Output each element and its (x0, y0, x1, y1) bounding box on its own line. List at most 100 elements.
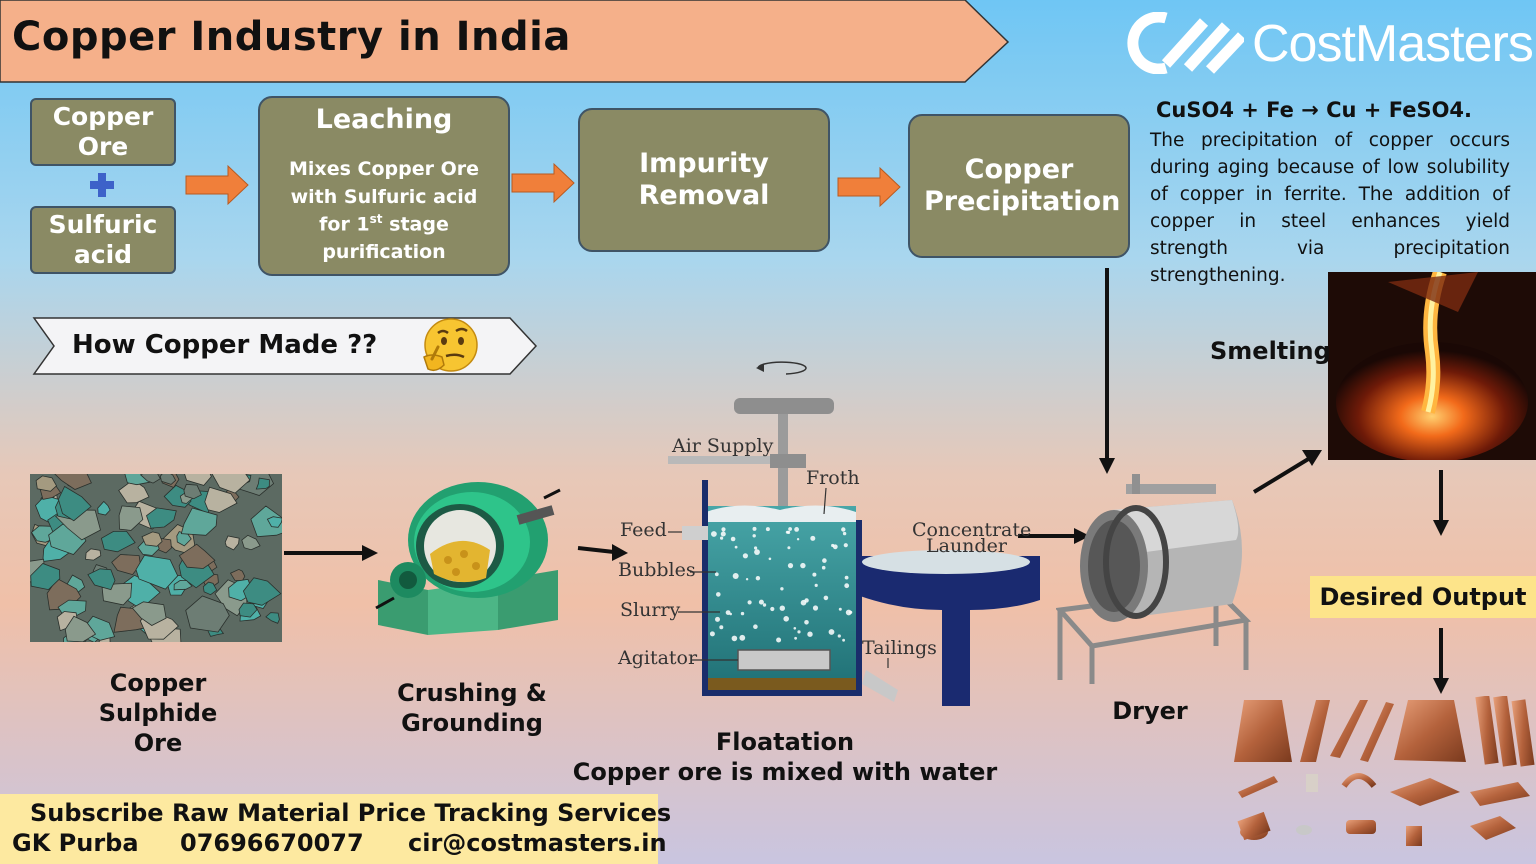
slurry-label: Slurry (620, 599, 680, 621)
leaching-desc-superscript: st (369, 212, 383, 227)
bubble (796, 538, 800, 541)
bubble (716, 592, 721, 597)
floatation-title: Floatation (715, 728, 855, 756)
bubble (711, 531, 717, 537)
bubble (812, 605, 819, 611)
ore-rock (183, 483, 202, 500)
plus-icon (90, 173, 114, 197)
contact-email[interactable]: cir@costmasters.in (408, 829, 667, 857)
bubble (752, 534, 756, 538)
ore-rock (118, 505, 144, 531)
crushing-grounding-label: Crushing & Grounding (372, 678, 572, 738)
leaching-desc-line: for 1st stage (289, 211, 479, 239)
bubble (844, 583, 850, 589)
copper-ore-label: Copper Ore (52, 102, 154, 161)
bubble (823, 595, 829, 601)
froth-label: Froth (806, 467, 860, 489)
bubble (725, 610, 731, 615)
subscribe-text: Subscribe Raw Material Price Tracking Se… (30, 799, 672, 827)
ore-rock (131, 601, 167, 626)
leaching-desc-line: with Sulfuric acid (290, 185, 478, 208)
page-title: Copper Industry in India (12, 14, 571, 60)
ore-rock (242, 577, 282, 606)
bubble (715, 616, 720, 622)
air-supply-label: Air Supply (671, 435, 774, 457)
bubble (844, 575, 849, 580)
ore-rock (30, 563, 61, 591)
copper-precipitation-box: Copper Precipitation (908, 114, 1130, 258)
ore-rock (255, 477, 270, 490)
leaching-desc-line: Mixes Copper Ore (289, 158, 479, 181)
ore-rock (159, 474, 177, 485)
ore-rock (87, 568, 116, 591)
floatation-description: Copper ore is mixed with water (572, 758, 998, 786)
bubble (793, 627, 797, 630)
arrow-down-icon (1433, 520, 1449, 536)
copper-ore-box: Copper Ore (30, 98, 176, 166)
ore-rock (139, 474, 161, 484)
bubble (843, 543, 848, 548)
how-copper-made-banner (32, 317, 538, 375)
arrow-right-icon (837, 166, 901, 208)
ball-mill-illustration (375, 482, 561, 635)
ore-rock (250, 505, 282, 538)
dryer-label: Dryer (1112, 697, 1188, 725)
ore-rock (266, 516, 282, 528)
brand-logo[interactable]: CostMasters (1126, 8, 1534, 78)
bubble (776, 637, 782, 643)
ore-rock (184, 474, 212, 486)
ore-rock (64, 615, 97, 642)
copper-sulphide-ore-text: Copper Sulphide Ore (98, 669, 218, 757)
desired-output-label: Desired Output (1310, 576, 1536, 618)
bubble (842, 531, 847, 536)
tailings-label: Tailings (862, 637, 937, 659)
bubble (783, 616, 789, 622)
bubble (719, 625, 724, 630)
ore-rock (185, 595, 230, 633)
bubble (780, 587, 784, 591)
impurity-removal-box: Impurity Removal (578, 108, 830, 252)
ore-rock (180, 507, 218, 536)
bubble (787, 546, 791, 550)
how-copper-made-heading: How Copper Made ?? (72, 330, 378, 360)
contact-name: GK Purba (12, 829, 139, 857)
bubble (742, 553, 748, 559)
floatation-label: Floatation Copper ore is mixed with wate… (560, 727, 1010, 787)
feed-label: Feed (620, 519, 667, 541)
launder-label: Launder (926, 535, 1008, 557)
contact-phone[interactable]: 07696670077 (180, 829, 364, 857)
ore-rock (141, 531, 163, 547)
bubble (822, 558, 827, 563)
bubble (779, 605, 785, 611)
bubble (721, 527, 726, 532)
bubble (753, 624, 758, 629)
bubble (740, 611, 745, 616)
bubble (754, 549, 760, 555)
bubble (804, 620, 809, 625)
bubble (762, 603, 767, 607)
bubble (739, 634, 746, 641)
ore-rock (111, 554, 141, 576)
ore-rock (118, 479, 150, 504)
leaching-desc-text: stage (382, 213, 449, 236)
bubble (752, 526, 757, 531)
bubble (828, 629, 835, 635)
ore-rock (85, 548, 102, 561)
ore-rock (204, 486, 238, 513)
bubble (720, 536, 724, 540)
ore-rock (224, 535, 240, 551)
bubble (849, 610, 853, 614)
bubble (732, 573, 739, 579)
ore-rock (202, 581, 218, 596)
bubble (807, 631, 813, 637)
bubble (787, 563, 794, 569)
bubble (832, 544, 838, 550)
bubble (814, 583, 818, 587)
crushing-grounding-text: Crushing & Grounding (397, 679, 547, 737)
ore-rock (178, 543, 216, 569)
leaching-box: Leaching Mixes Copper Ore with Sulfuric … (258, 96, 510, 276)
concentrate-label: Concentrate (912, 519, 1031, 541)
bubble (770, 606, 775, 612)
bubble (747, 600, 752, 605)
arrow-right-icon (185, 164, 249, 206)
